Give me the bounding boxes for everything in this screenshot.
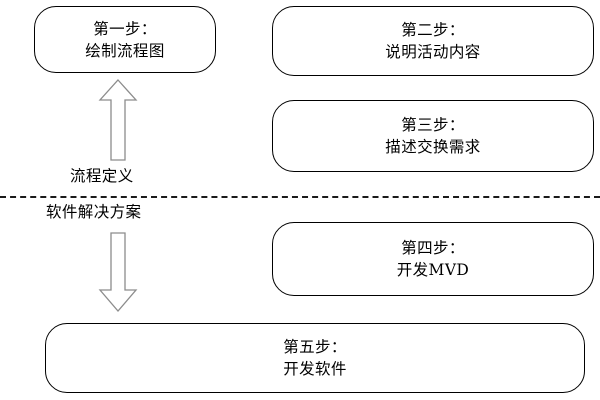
step-2-heading: 第二步： — [401, 21, 465, 39]
step-5-heading: 第五步： — [283, 338, 347, 356]
step-1-heading: 第一步： — [93, 19, 157, 38]
arrow-down-icon — [98, 232, 138, 312]
step-3-heading: 第三步： — [401, 116, 465, 134]
step-box-1[interactable]: 第一步： 绘制流程图 — [34, 6, 216, 73]
step-box-3[interactable]: 第三步： 描述交换需求 — [272, 100, 594, 172]
step-4-detail: 开发MVD — [396, 261, 470, 279]
step-box-2[interactable]: 第二步： 说明活动内容 — [272, 6, 594, 76]
step-box-4[interactable]: 第四步： 开发MVD — [272, 222, 594, 296]
divider-lower-label: 软件解决方案 — [46, 203, 142, 221]
step-3-detail: 描述交换需求 — [385, 138, 481, 156]
step-box-5[interactable]: 第五步： 开发软件 — [45, 323, 585, 393]
step-5-detail: 开发软件 — [283, 360, 347, 378]
step-1-detail: 绘制流程图 — [85, 41, 165, 60]
step-4-heading: 第四步： — [401, 239, 465, 257]
arrow-up-icon — [98, 79, 138, 161]
step-2-detail: 说明活动内容 — [385, 43, 481, 61]
divider-upper-label: 流程定义 — [70, 167, 134, 185]
section-divider — [0, 196, 600, 198]
